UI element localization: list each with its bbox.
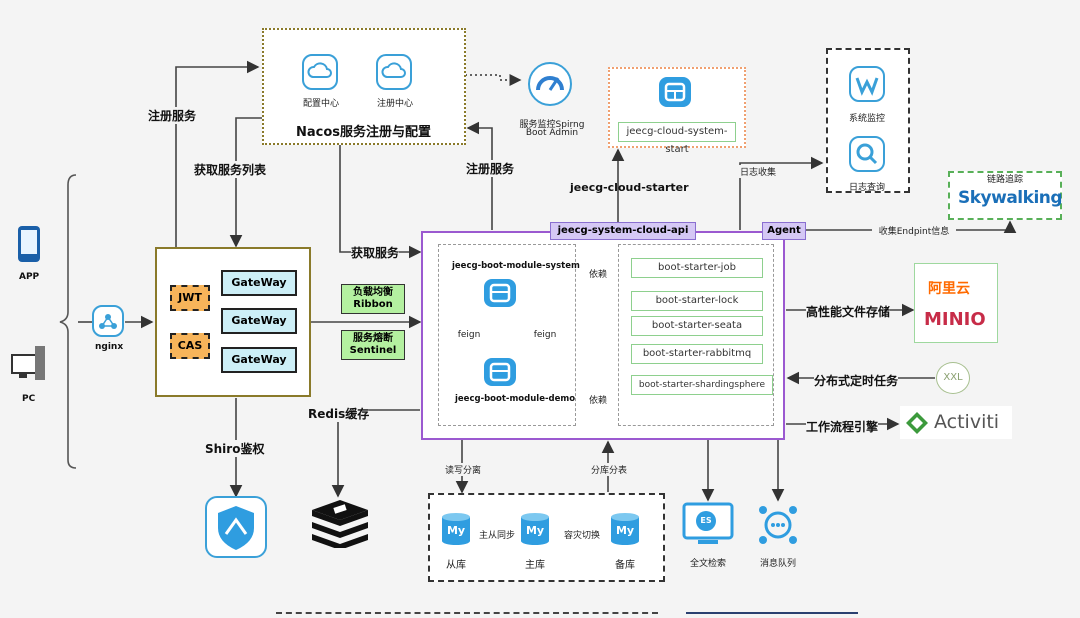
starter-item: boot-starter-seata [631, 316, 763, 336]
message-queue-label: 消息队列 [759, 559, 796, 569]
search-icon [849, 136, 885, 172]
gateway-node: GateWay [221, 347, 297, 373]
feign-label-left: feign [454, 330, 484, 340]
system-monitor-label: 系统监控 [848, 114, 885, 124]
load-balance-label: 负载均衡 [353, 287, 393, 298]
nginx-icon [92, 305, 124, 337]
demo-module-label: jeecg-boot-module-demo [455, 394, 576, 404]
admin-label-2: Boot Admin [525, 128, 579, 138]
es-logo-text: ES [700, 516, 712, 525]
message-queue-icon [755, 502, 801, 548]
db-logo-text: My [615, 524, 635, 537]
fulltext-search-label: 全文检索 [689, 559, 726, 569]
sync-label: 主从同步 [477, 528, 517, 541]
dashboard-icon [528, 62, 572, 106]
storage-label: 高性能文件存储 [806, 303, 891, 320]
scheduler-label: 分布式定时任务 [814, 372, 899, 389]
failover-label: 容灾切换 [561, 528, 603, 541]
register-service-label-right: 注册服务 [466, 160, 515, 177]
nginx-label: nginx [95, 342, 124, 352]
database-icon: My [610, 512, 640, 546]
activiti-logo: Activiti [934, 411, 1000, 433]
sentinel-label: Sentinel [349, 345, 397, 356]
xxl-text: XXL [943, 372, 963, 383]
config-center-label: 配置中心 [302, 99, 339, 109]
redis-icon [308, 500, 372, 550]
minio-logo: MINIO [924, 309, 986, 330]
log-query-label: 日志查询 [848, 183, 885, 193]
starter-item: boot-starter-lock [631, 291, 763, 311]
db-split-label: 分库分表 [588, 463, 630, 476]
agent-tag: Agent [762, 222, 806, 240]
shield-icon [205, 496, 267, 558]
db-logo-text: My [446, 524, 466, 537]
database-icon: My [441, 512, 471, 546]
circuit-breaker-label: 服务熔断 [353, 333, 393, 344]
storage-vendors-box [914, 263, 998, 343]
cloud-starter-label: jeecg-cloud-starter [570, 181, 689, 194]
cas-box: CAS [170, 333, 210, 359]
desktop-icon [11, 346, 45, 382]
gateway-node: GateWay [221, 270, 297, 296]
cloud-api-tag: jeecg-system-cloud-api [550, 222, 696, 240]
elasticsearch-icon: ES [682, 502, 734, 548]
wave-chart-icon [849, 66, 885, 102]
get-service-label: 获取服务 [351, 244, 400, 261]
rw-split-label: 读写分离 [442, 463, 484, 476]
module-icon [484, 358, 516, 386]
backup-db-label: 备库 [615, 560, 635, 571]
bottom-dashed-edge [276, 612, 658, 618]
cloud-icon [302, 54, 338, 90]
skywalking-caption: 链路追踪 [986, 175, 1023, 185]
bottom-box-edge [686, 612, 858, 618]
get-service-list-label: 获取服务列表 [194, 161, 267, 178]
feign-label-right: feign [530, 330, 560, 340]
load-balance-tag: 负载均衡 Ribbon [341, 284, 405, 314]
cloud-icon [376, 54, 412, 90]
log-collect-label: 日志收集 [733, 165, 783, 178]
module-icon [484, 279, 516, 307]
xxl-logo: XXL [936, 362, 970, 394]
ribbon-label: Ribbon [353, 299, 393, 310]
starters-box [618, 244, 774, 426]
circuit-breaker-tag: 服务熔断 Sentinel [341, 330, 405, 360]
register-service-label-left: 注册服务 [148, 107, 197, 124]
aliyun-logo: 阿里云 [928, 281, 970, 297]
skywalking-box [948, 171, 1062, 220]
slave-db-label: 从库 [446, 560, 466, 571]
depend-label-top: 依赖 [586, 267, 610, 280]
starter-item: boot-starter-rabbitmq [631, 344, 763, 364]
depend-label-bottom: 依赖 [586, 393, 610, 406]
admin-label-1: 服务监控Spirng [519, 120, 585, 130]
master-db-label: 主库 [525, 560, 545, 571]
nacos-box [262, 28, 466, 145]
registry-center-label: 注册中心 [376, 99, 413, 109]
system-module-label: jeecg-boot-module-system [452, 261, 580, 271]
nacos-title: Nacos服务注册与配置 [296, 125, 432, 140]
app-label: APP [19, 272, 40, 282]
skywalking-logo: Skywalking [958, 188, 1063, 208]
collect-endpoint-label: 收集Endpint信息 [872, 224, 956, 237]
modules-box [438, 244, 576, 426]
database-icon: My [520, 512, 550, 546]
gateway-node: GateWay [221, 308, 297, 334]
jwt-box: JWT [170, 285, 210, 311]
cloud-start-label: jeecg-cloud-system-start [618, 122, 736, 155]
starter-item: boot-starter-shardingsphere [631, 375, 773, 395]
starter-item: boot-starter-job [631, 258, 763, 278]
redis-label: Redis缓存 [308, 405, 370, 422]
activiti-icon [904, 410, 930, 436]
db-logo-text: My [525, 524, 545, 537]
shiro-label: Shiro鉴权 [205, 440, 265, 457]
pc-label: PC [22, 394, 36, 404]
module-icon [659, 77, 691, 107]
phone-icon [18, 226, 40, 262]
workflow-label: 工作流程引擎 [806, 418, 879, 435]
